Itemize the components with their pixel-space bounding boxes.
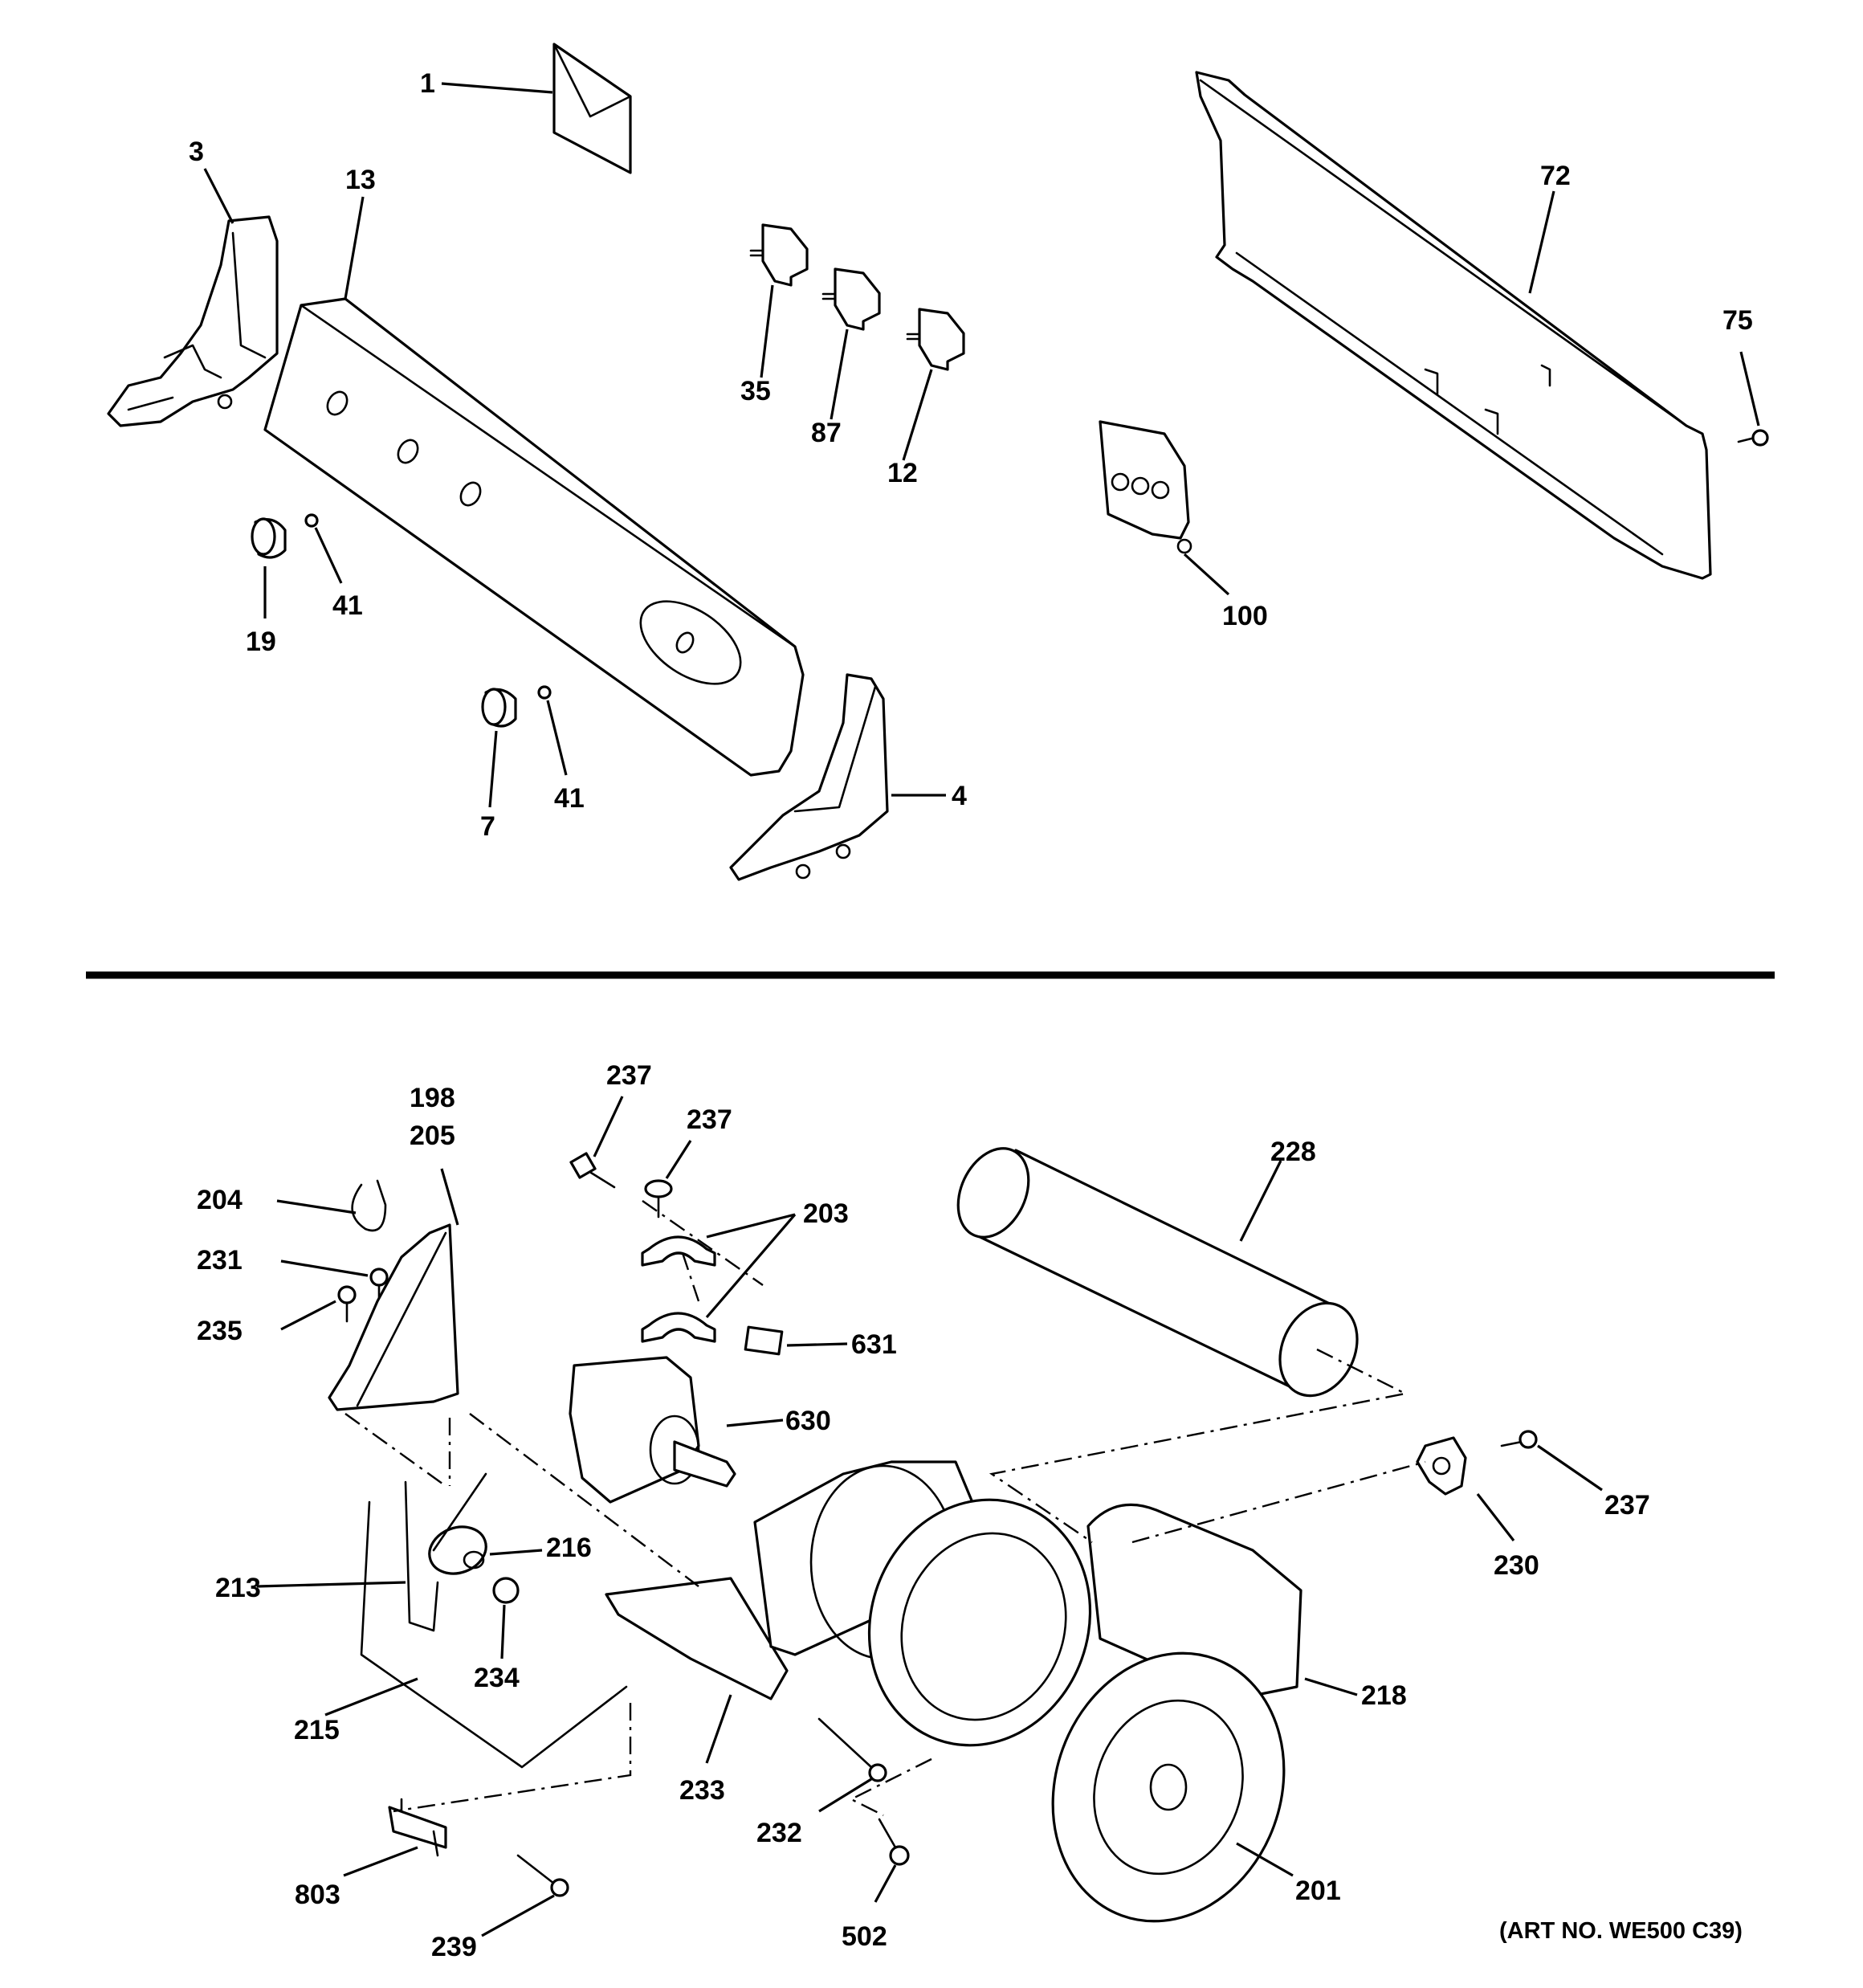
- part-502-screw: [878, 1818, 910, 1866]
- label-41: 41: [554, 783, 585, 814]
- label-215: 215: [294, 1715, 340, 1745]
- label-204: 204: [197, 1185, 243, 1215]
- part-232-bolt: [817, 1717, 887, 1782]
- part-41-ring: [304, 513, 319, 528]
- part-19-knob: [251, 517, 287, 559]
- part-203-motor-clamps: [641, 1235, 716, 1343]
- part-13-control-panel: [263, 297, 805, 777]
- part-234-pulley-nut: [492, 1577, 520, 1604]
- part-3-left-endcap: [107, 215, 279, 427]
- label-235: 235: [197, 1316, 243, 1346]
- label-237: 237: [606, 1060, 652, 1091]
- part-239-screw: [516, 1854, 569, 1897]
- label-35: 35: [740, 376, 771, 406]
- label-1: 1: [420, 68, 435, 99]
- part-87-switch: [821, 267, 881, 331]
- part-7-knob: [481, 688, 517, 728]
- assembly-line: [393, 1703, 632, 1813]
- assembly-line: [344, 1413, 699, 1587]
- label-232: 232: [756, 1818, 802, 1848]
- part-630-drive-motor: [569, 1356, 736, 1504]
- label-502: 502: [842, 1921, 887, 1952]
- part-4-right-endcap: [729, 673, 889, 881]
- part-213-idler-arm: [404, 1472, 487, 1632]
- part-230-thermostat: [1416, 1436, 1467, 1496]
- part-75-screw: [1737, 429, 1769, 447]
- label-216: 216: [546, 1533, 592, 1563]
- part-1-envelope: [552, 43, 632, 174]
- label-237: 237: [1604, 1490, 1650, 1521]
- part-218-blower-housing: [753, 1460, 1302, 1747]
- part-215-belt: [360, 1500, 628, 1769]
- label-631: 631: [851, 1329, 897, 1360]
- assembly-line: [849, 1757, 932, 1817]
- part-631-connector: [744, 1325, 784, 1356]
- assembly-line: [989, 1348, 1408, 1543]
- label-203: 203: [803, 1198, 849, 1229]
- art-number: (ART NO. WE500 C39): [1499, 1918, 1743, 1944]
- label-13: 13: [345, 165, 376, 195]
- part-237-screw: [1500, 1430, 1538, 1449]
- label-4: 4: [952, 781, 967, 811]
- label-72: 72: [1540, 161, 1571, 191]
- label-234: 234: [474, 1663, 520, 1693]
- label-100: 100: [1222, 601, 1268, 631]
- label-3: 3: [189, 137, 204, 167]
- label-230: 230: [1494, 1550, 1539, 1581]
- label-12: 12: [887, 458, 918, 488]
- part-231-screw: [369, 1268, 389, 1299]
- part-100-timer: [1099, 420, 1192, 554]
- label-630: 630: [785, 1406, 831, 1436]
- part-35-switch: [749, 223, 809, 287]
- part-205-motor-bracket: [328, 1223, 459, 1411]
- part-237-screw: [644, 1179, 673, 1219]
- label-218: 218: [1361, 1680, 1407, 1711]
- label-7: 7: [480, 811, 495, 842]
- label-803: 803: [295, 1880, 340, 1910]
- part-41-ring: [537, 685, 552, 700]
- label-198: 198: [410, 1083, 455, 1113]
- part-201-blower-wheel: [1051, 1651, 1286, 1923]
- part-12-switch: [906, 308, 965, 371]
- label-205: 205: [410, 1121, 455, 1151]
- part-233-duct: [605, 1577, 789, 1700]
- part-235-screw: [337, 1285, 357, 1323]
- label-75: 75: [1722, 305, 1753, 336]
- label-233: 233: [679, 1775, 725, 1806]
- part-72-backsplash: [1195, 71, 1712, 580]
- label-87: 87: [811, 418, 842, 448]
- label-228: 228: [1270, 1137, 1316, 1167]
- label-231: 231: [197, 1245, 243, 1276]
- label-213: 213: [215, 1573, 261, 1603]
- part-204-clip: [351, 1179, 387, 1232]
- part-216-idler-pulley: [428, 1525, 487, 1575]
- label-201: 201: [1295, 1876, 1341, 1906]
- label-237: 237: [687, 1104, 732, 1135]
- part-237-screw: [569, 1152, 616, 1189]
- label-19: 19: [246, 627, 276, 657]
- assembly-line: [1131, 1460, 1426, 1544]
- leader-lines: [203, 82, 1760, 1937]
- assembly-line: [642, 1200, 764, 1302]
- part-228-drum: [956, 1147, 1359, 1398]
- label-41: 41: [332, 590, 363, 621]
- part-803-switch: [388, 1798, 447, 1857]
- label-239: 239: [431, 1932, 477, 1962]
